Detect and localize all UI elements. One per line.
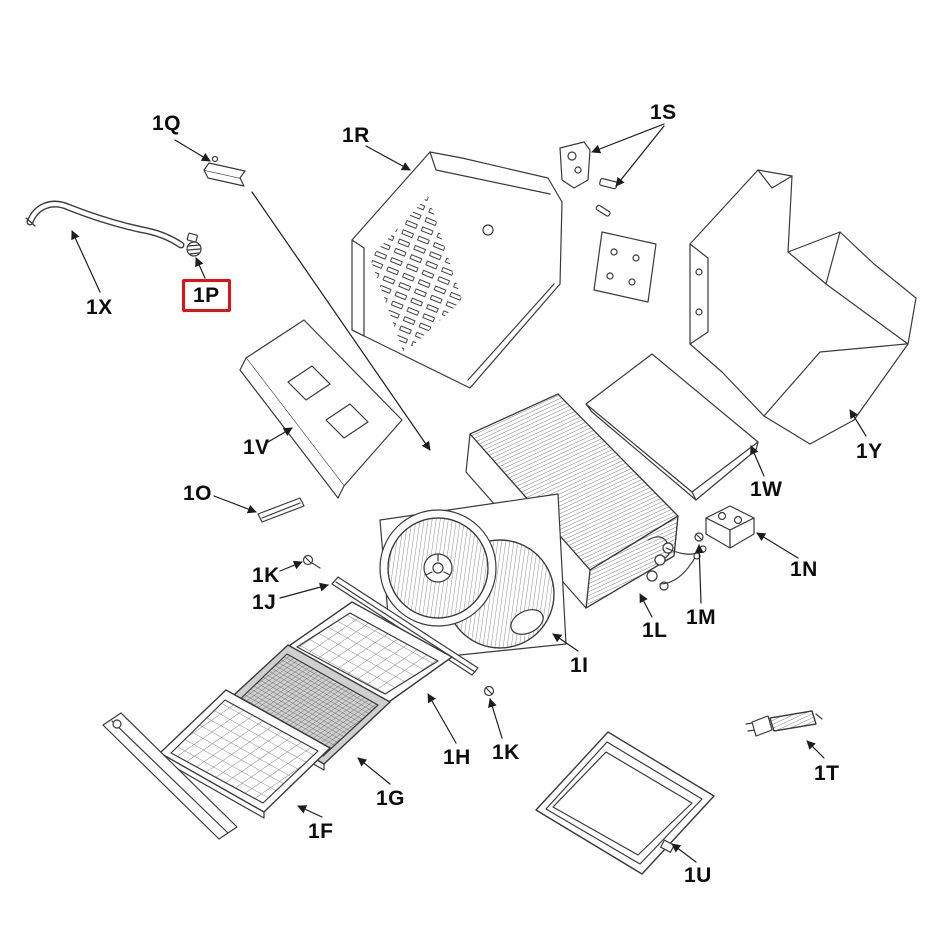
leader-1k-upper <box>279 560 303 572</box>
part-label-1w: 1W <box>750 478 783 501</box>
part-drawing-1u-tray <box>535 731 715 875</box>
part-drawing-1x-hose <box>25 200 185 249</box>
part-drawing-1g-filter <box>221 644 391 771</box>
part-label-1l: 1L <box>642 619 668 642</box>
part-drawing-1f-filter <box>159 689 331 819</box>
leader-1w <box>750 445 765 477</box>
part-label-1o: 1O <box>183 482 213 505</box>
part-label-1v: 1V <box>243 436 270 459</box>
leader-1y <box>849 409 867 437</box>
part-label-1j: 1J <box>252 591 277 614</box>
leader-1v <box>267 427 293 443</box>
part-label-1r: 1R <box>342 124 370 147</box>
part-drawing-1k-screw-upper <box>302 554 321 569</box>
leader-1m <box>694 544 704 604</box>
part-label-1h: 1H <box>443 746 471 769</box>
leader-1i <box>552 633 579 652</box>
leader-1t <box>806 740 825 759</box>
leader-1h <box>427 693 457 744</box>
part-label-1k-upper: 1K <box>252 564 280 587</box>
part-drawing-1i-blower <box>379 493 567 663</box>
part-label-1k-lower: 1K <box>492 741 520 764</box>
leader-1p <box>195 257 206 279</box>
leader-1q <box>174 139 211 162</box>
part-label-1m: 1M <box>686 606 717 629</box>
part-label-1q: 1Q <box>152 112 182 135</box>
leader-1f <box>297 805 323 818</box>
part-drawing-1m-screw <box>694 532 704 542</box>
leader-1n <box>756 532 799 559</box>
part-drawing-1q-clip <box>203 155 431 451</box>
part-label-1s: 1S <box>650 101 677 124</box>
part-drawing-channel-strip <box>102 712 238 840</box>
part-label-1y: 1Y <box>856 440 883 463</box>
leader-1j <box>279 582 329 599</box>
leader-1k-lower <box>488 698 503 739</box>
part-label-1p-highlighted: 1P <box>182 279 231 313</box>
leader-1x <box>71 230 101 293</box>
part-drawing-1t-probe <box>745 710 823 737</box>
leader-1s-b <box>615 125 665 187</box>
part-drawing-1k-screw-lower <box>483 685 495 697</box>
leader-1u <box>671 843 697 863</box>
part-drawing-1s-brackets <box>559 141 657 303</box>
part-drawing-1n-block <box>705 505 755 549</box>
part-drawing-1r-top-panel <box>351 151 563 389</box>
part-label-1t: 1T <box>814 762 840 785</box>
part-drawing-1o-strip <box>257 497 305 523</box>
part-label-1i: 1I <box>570 654 589 677</box>
leader-lines <box>71 123 867 863</box>
leader-1r <box>365 145 411 171</box>
part-label-1u: 1U <box>684 864 712 887</box>
part-label-1f: 1F <box>308 820 334 843</box>
part-label-1x: 1X <box>86 296 113 319</box>
part-label-1g: 1G <box>376 787 406 810</box>
leader-1l <box>639 593 653 618</box>
part-label-1n: 1N <box>790 558 818 581</box>
leader-1s-a <box>591 123 665 154</box>
part-drawing-1y-housing <box>689 169 917 445</box>
leader-1o <box>213 495 257 514</box>
part-drawing-1p-fitting <box>186 232 202 257</box>
leader-1g <box>357 757 391 785</box>
part-drawing-1v-panel <box>239 319 403 499</box>
